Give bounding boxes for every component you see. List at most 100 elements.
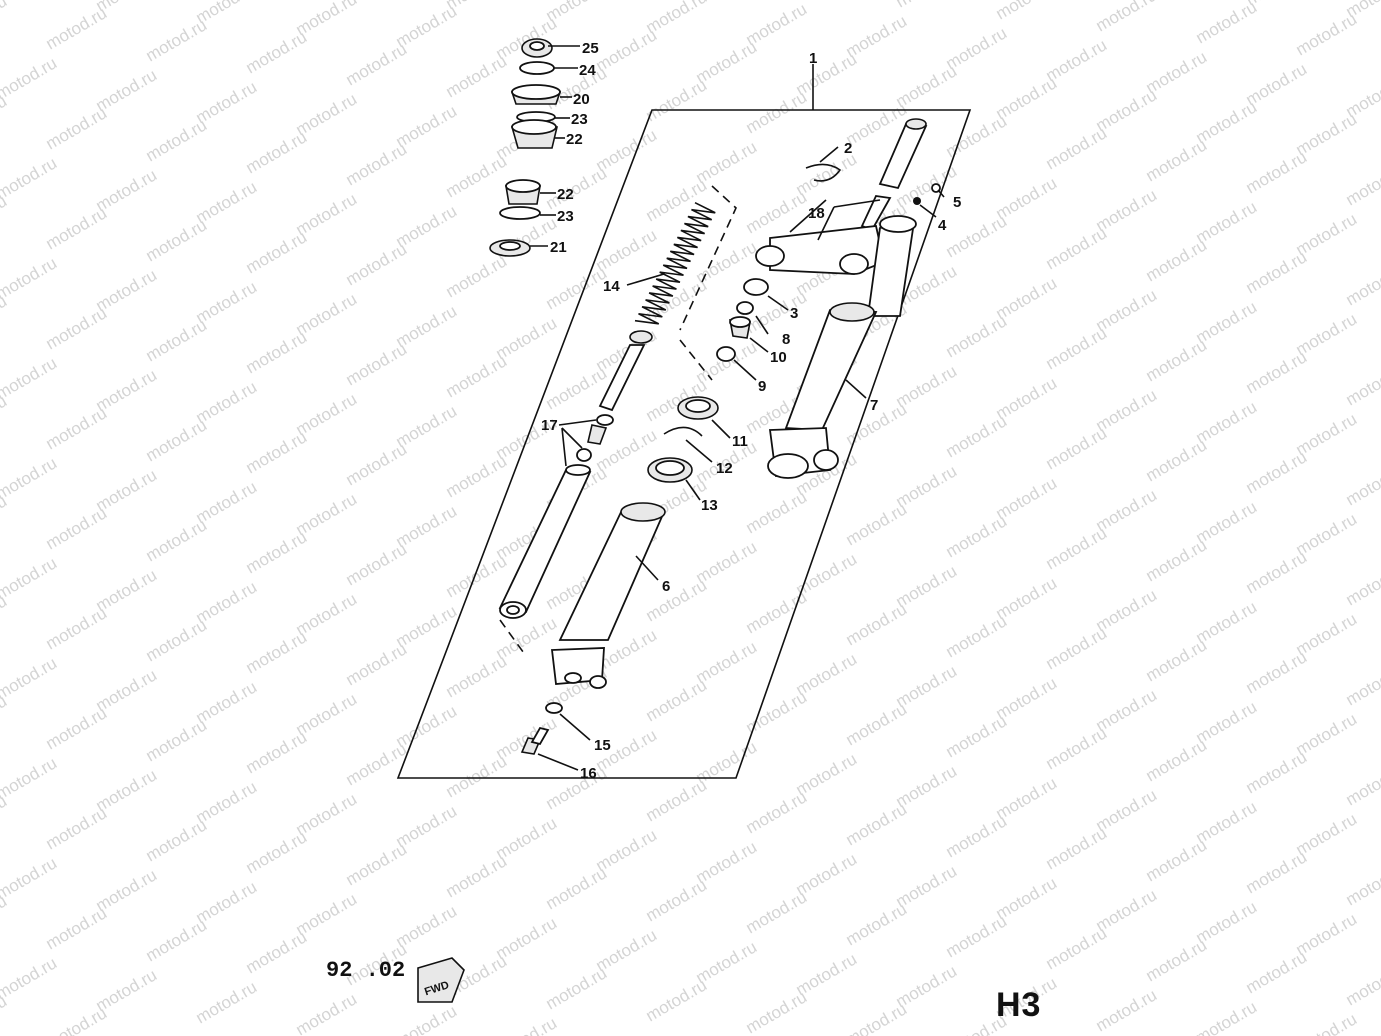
fwd-arrow-stamp: FWD <box>417 957 465 1003</box>
watermark-text: motod.ru <box>543 963 611 1013</box>
damper-rod <box>576 330 653 462</box>
watermark-text: motod.ru <box>143 115 211 165</box>
watermark-text: motod.ru <box>43 3 111 53</box>
watermark-text: motod.ru <box>243 27 311 77</box>
watermark-text: motod.ru <box>343 139 411 189</box>
callout-22-upper: 22 <box>566 131 583 148</box>
watermark-text: motod.ru <box>43 603 111 653</box>
watermark-text: motod.ru <box>143 515 211 565</box>
watermark-text: motod.ru <box>443 551 511 601</box>
callout-3: 3 <box>790 305 798 322</box>
callout-6: 6 <box>662 578 670 595</box>
circlip <box>805 163 842 182</box>
watermark-text: motod.ru <box>43 803 111 853</box>
callout-2: 2 <box>844 140 852 157</box>
callout-23-upper: 23 <box>571 111 588 128</box>
callout-7: 7 <box>870 397 878 414</box>
watermark-text: motod.ru <box>243 627 311 677</box>
watermark-text: motod.ru <box>243 527 311 577</box>
watermark-text: motod.ru <box>743 987 811 1036</box>
watermark-text: motod.ru <box>1143 935 1211 985</box>
watermark-text: motod.ru <box>443 251 511 301</box>
diagram-code: 92 .02 <box>326 958 406 983</box>
leader-lines <box>530 45 945 771</box>
watermark-text: motod.ru <box>943 711 1011 761</box>
watermark-text: motod.ru <box>543 263 611 313</box>
watermark-text: motod.ru <box>243 227 311 277</box>
assembly-frame <box>396 109 972 779</box>
watermark-text: motod.ru <box>1143 535 1211 585</box>
watermark-text: motod.ru <box>943 811 1011 861</box>
watermark-text: motod.ru <box>443 151 511 201</box>
watermark-text: motod.ru <box>243 727 311 777</box>
watermark-text: motod.ru <box>943 211 1011 261</box>
callout-10: 10 <box>770 349 787 366</box>
watermark-text: motod.ru <box>1243 447 1311 497</box>
watermark-text: motod.ru <box>143 915 211 965</box>
fork-spring <box>634 201 716 325</box>
watermark-text: motod.ru <box>143 715 211 765</box>
watermark-text: motod.ru <box>1293 9 1361 59</box>
callout-17: 17 <box>541 417 558 434</box>
watermark-text: motod.ru <box>1193 997 1261 1036</box>
watermark-text: motod.ru <box>0 653 60 703</box>
watermark-text: motod.ru <box>843 899 911 949</box>
callout-5: 5 <box>953 194 961 211</box>
watermark-text: motod.ru <box>1043 323 1111 373</box>
watermark-text: motod.ru <box>1343 959 1381 1009</box>
watermark-text: motod.ru <box>1043 823 1111 873</box>
callout-25: 25 <box>582 40 599 57</box>
watermark-text: motod.ru <box>743 187 811 237</box>
watermark-text: motod.ru <box>743 87 811 137</box>
watermark-text: motod.ru <box>0 0 60 3</box>
watermark-text: motod.ru <box>143 615 211 665</box>
watermark-text: motod.ru <box>1143 135 1211 185</box>
callout-11: 11 <box>732 433 748 450</box>
watermark-text: motod.ru <box>943 411 1011 461</box>
watermark-text: motod.ru <box>443 451 511 501</box>
drain-bolt-parts <box>520 702 563 755</box>
watermark-text: motod.ru <box>443 851 511 901</box>
watermark-text: motod.ru <box>43 703 111 753</box>
callout-14: 14 <box>603 278 620 295</box>
callout-22-lower: 22 <box>557 186 574 203</box>
watermark-text: motod.ru <box>0 753 60 803</box>
watermark-text: motod.ru <box>1293 1009 1361 1036</box>
watermark-text: motod.ru <box>1343 859 1381 909</box>
watermark-text: motod.ru <box>443 351 511 401</box>
watermark-text: motod.ru <box>993 0 1061 23</box>
callout-1: 1 <box>809 50 817 67</box>
watermark-text: motod.ru <box>43 403 111 453</box>
watermark-text: motod.ru <box>293 989 361 1036</box>
watermark-text: motod.ru <box>343 439 411 489</box>
watermark-text: motod.ru <box>1043 923 1111 973</box>
watermark-text: motod.ru <box>943 511 1011 561</box>
watermark-text: motod.ru <box>0 553 60 603</box>
watermark-text: motod.ru <box>0 453 60 503</box>
watermark-text: motod.ru <box>143 15 211 65</box>
outer-tube-left <box>550 502 666 689</box>
watermark-text: motod.ru <box>1043 123 1111 173</box>
watermark-text: motod.ru <box>643 75 711 125</box>
watermark-text: motod.ru <box>943 911 1011 961</box>
steering-head-parts <box>489 38 562 257</box>
watermark-text: motod.ru <box>843 599 911 649</box>
watermark-text: motod.ru <box>343 339 411 389</box>
watermark-text: motod.ru <box>443 51 511 101</box>
watermark-text: motod.ru <box>0 253 60 303</box>
page-code: H3 <box>996 986 1042 1024</box>
watermark-text: motod.ru <box>643 575 711 625</box>
watermark-text: motod.ru <box>893 0 961 11</box>
watermark-text: motod.ru <box>1343 659 1381 709</box>
watermark-text: motod.ru <box>43 103 111 153</box>
callout-16: 16 <box>580 765 597 782</box>
watermark-text: motod.ru <box>243 827 311 877</box>
watermark-text: motod.ru <box>443 651 511 701</box>
watermark-text: motod.ru <box>43 203 111 253</box>
watermark-text: motod.ru <box>1343 459 1381 509</box>
watermark-text: motod.ru <box>143 815 211 865</box>
watermark-text: motod.ru <box>243 327 311 377</box>
watermark-text: motod.ru <box>843 699 911 749</box>
watermark-text: motod.ru <box>1043 723 1111 773</box>
watermark-text: motod.ru <box>1143 235 1211 285</box>
